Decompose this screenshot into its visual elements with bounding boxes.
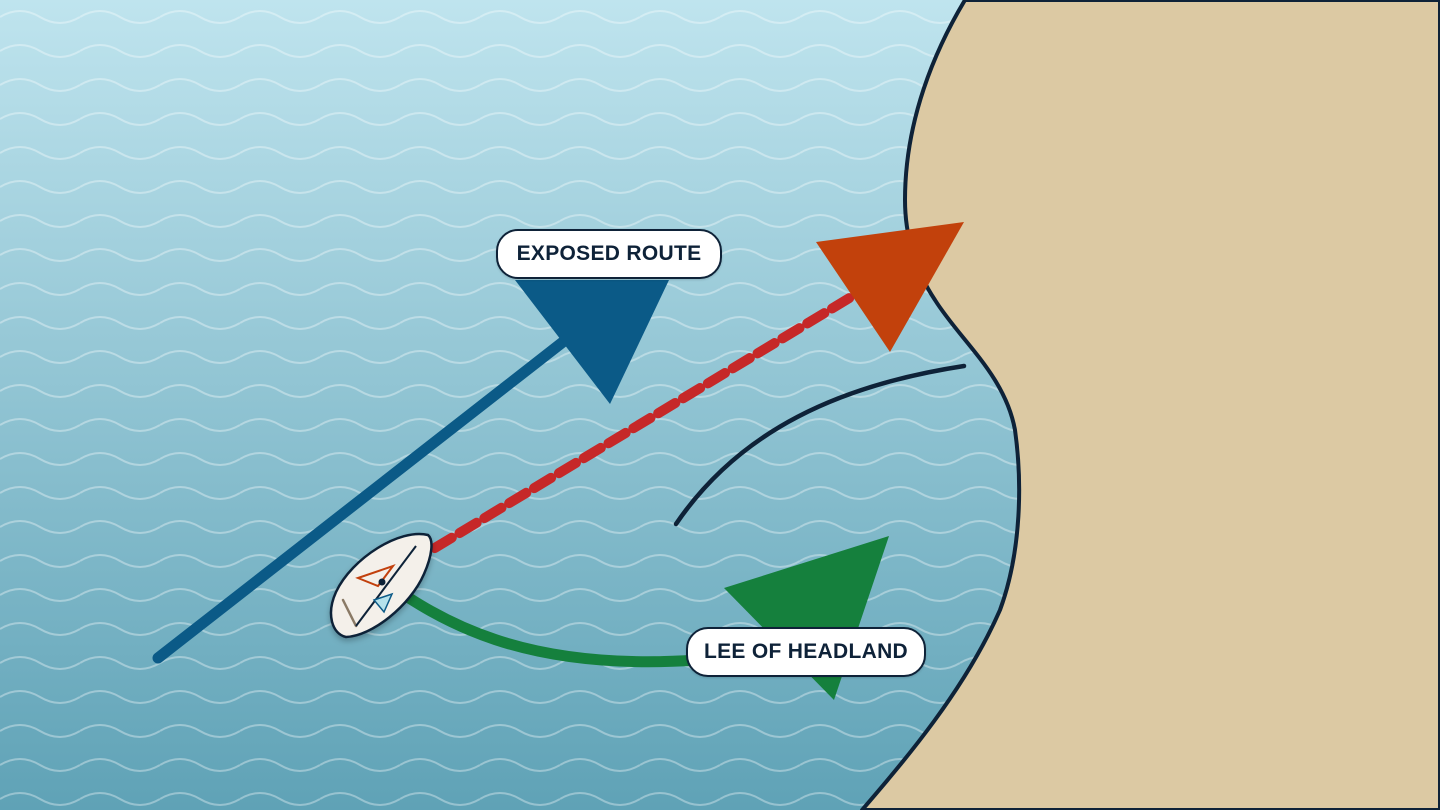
exposed-route-arrowhead — [515, 280, 669, 404]
headland-land — [860, 0, 1440, 810]
sailboat-icon — [329, 532, 433, 639]
wind-shadow-arc — [673, 363, 967, 527]
exposed-route-label: EXPOSED ROUTE — [496, 229, 722, 279]
direct-route-arrowhead — [816, 222, 964, 352]
lee-of-headland-label: LEE OF HEADLAND — [686, 627, 926, 677]
exposed-route-line — [152, 332, 574, 664]
direct-route-dashed-line — [380, 283, 871, 583]
